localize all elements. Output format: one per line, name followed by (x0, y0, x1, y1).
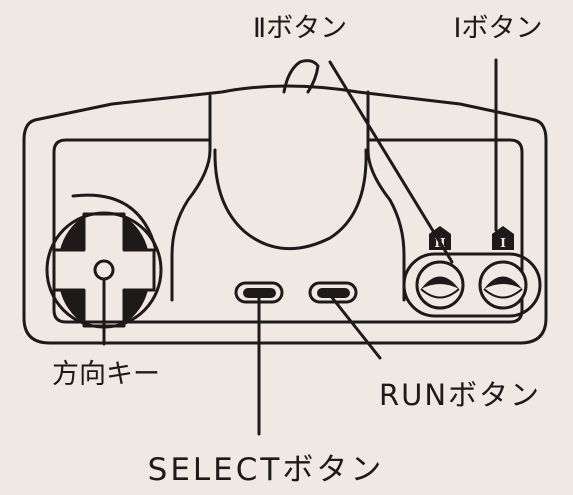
label-button-i: Ⅰボタン (454, 13, 543, 44)
leader-lines (102, 58, 498, 436)
label-direction-key: 方向キー (52, 359, 160, 390)
leader-run (328, 293, 382, 360)
button-i[interactable] (478, 260, 528, 310)
label-button-ii: Ⅱボタン (253, 13, 347, 44)
label-select-button: SELECTボタン (148, 452, 385, 488)
leader-button-ii (328, 60, 454, 264)
button-i-marker: I (492, 226, 514, 250)
label-run-button: RUNボタン (379, 378, 541, 412)
button-ii[interactable] (415, 260, 465, 310)
controller-body (22, 59, 548, 345)
button-i-mark: I (500, 236, 506, 250)
run-button[interactable] (308, 281, 358, 304)
action-buttons-panel (402, 252, 542, 318)
